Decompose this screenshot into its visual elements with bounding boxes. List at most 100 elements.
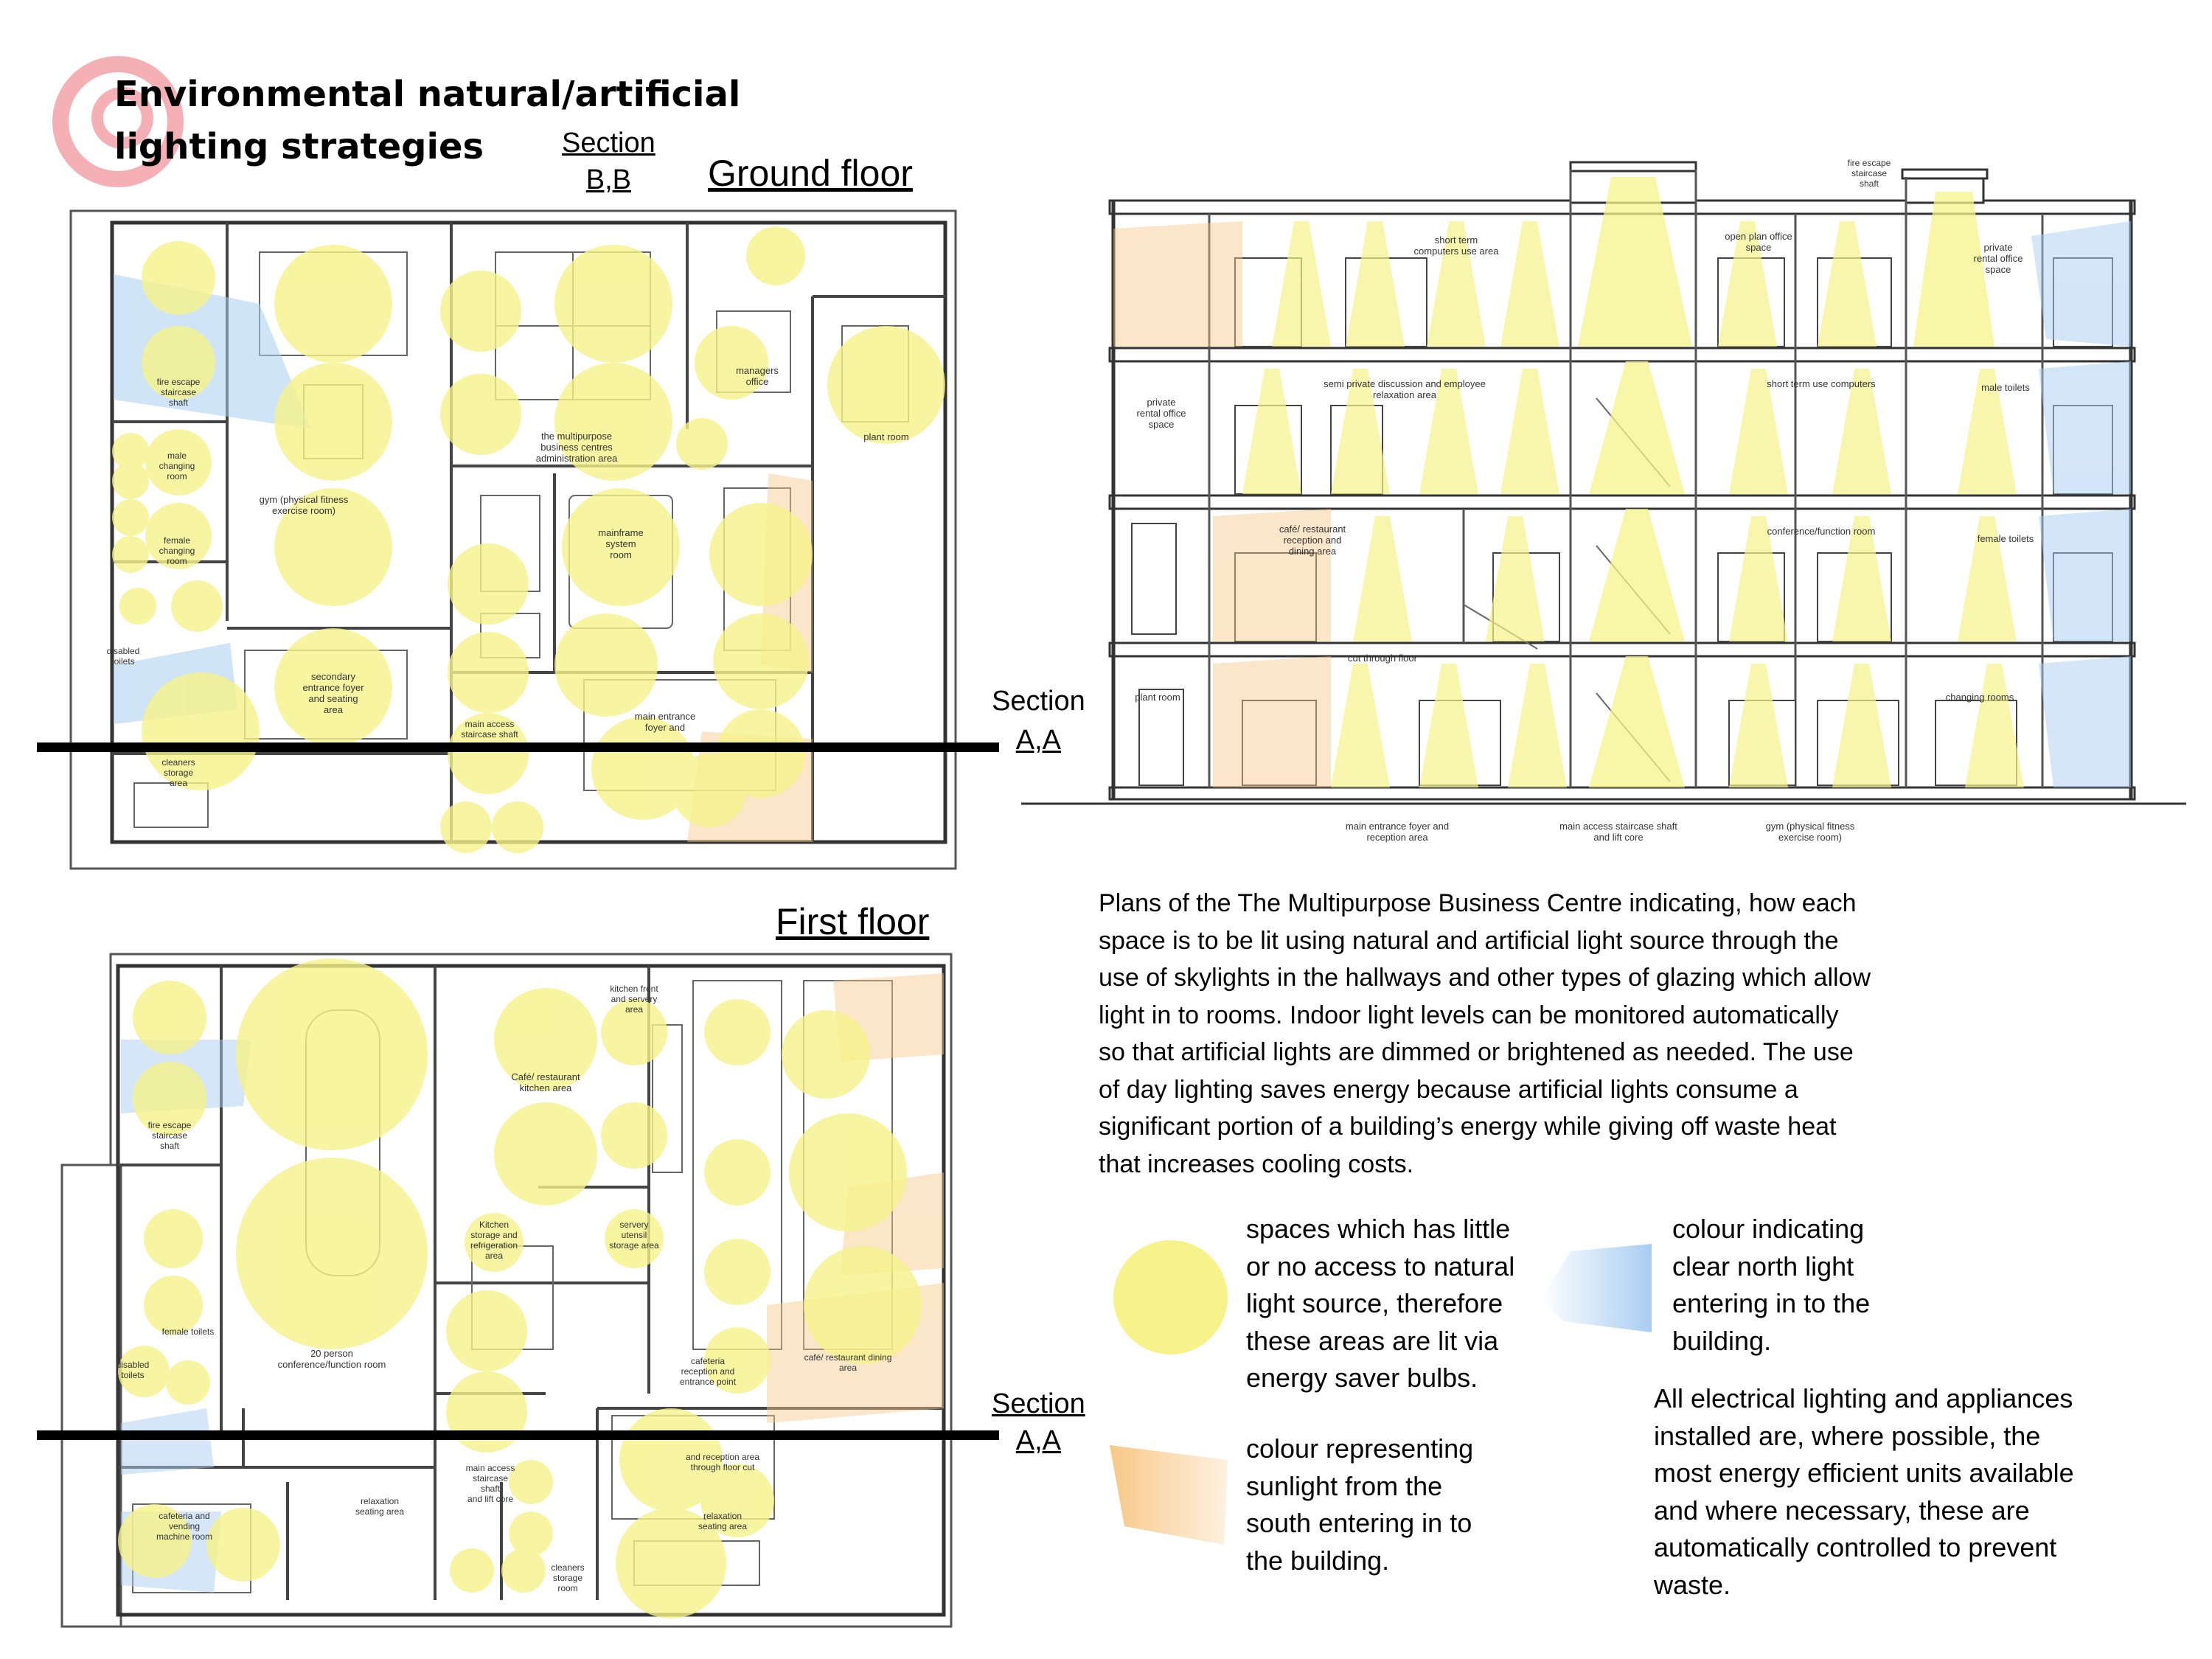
legend-orange-text: colour representing sunlight from the so… (1246, 1430, 1473, 1579)
ground-floor-title: Ground floor (708, 153, 913, 194)
sec-label-cut-through: cut through floor (1348, 653, 1418, 664)
legend-orange-line: colour representing (1246, 1433, 1474, 1464)
legend-orange-line: the building. (1246, 1545, 1390, 1576)
legend-yellow-line: these areas are lit via (1246, 1325, 1499, 1356)
legend-yellow-line: spaces which has little (1246, 1214, 1511, 1244)
legend-blue-line: clear north light (1672, 1251, 1854, 1281)
ff-section-code: A,A (1015, 1425, 1061, 1456)
energy-note: All electrical lighting and appliances i… (1654, 1380, 2074, 1604)
legend-yellow-text: spaces which has little or no access to … (1246, 1211, 1514, 1397)
description-paragraph: Plans of the The Multipurpose Business C… (1099, 885, 2160, 1183)
page-title-line-1: Environmental natural/artificial (114, 74, 741, 115)
ground-floor-section-cut-line (37, 742, 999, 752)
first-floor-section-aa-label: Section A,A (992, 1390, 1085, 1455)
energy-note-line: automatically controlled to prevent (1654, 1532, 2057, 1562)
description-line: significant portion of a building’s ener… (1099, 1113, 1837, 1141)
sec-label-plant-room: plant room (1135, 692, 1180, 703)
legend-blue-text: colour indicating clear north light ente… (1672, 1211, 1870, 1360)
ground-floor-section-aa-label: Section A,A (992, 686, 1085, 754)
sec-label-conference: conference/function room (1767, 526, 1876, 537)
description-line: Plans of the The Multipurpose Business C… (1099, 889, 1857, 917)
sec-label-short-term-use: short term use computers (1767, 378, 1876, 389)
energy-note-line: waste. (1654, 1569, 1731, 1600)
section-bb-code: B,B (585, 164, 631, 195)
section-bb-word: Section (562, 128, 655, 159)
page-title-line-2: lighting strategies (114, 126, 484, 167)
legend-yellow-line: energy saver bulbs. (1246, 1363, 1478, 1393)
legend-yellow-swatch (1113, 1240, 1228, 1354)
legend-yellow-line: light source, therefore (1246, 1288, 1503, 1318)
energy-note-line: installed are, where possible, the (1654, 1420, 2041, 1451)
description-line: so that artificial lights are dimmed or … (1099, 1038, 1854, 1066)
description-line: light in to rooms. Indoor light levels c… (1099, 1001, 1839, 1029)
section-bb-label: Section B,B (562, 129, 655, 194)
description-line: space is to be lit using natural and art… (1099, 926, 1839, 955)
gf-section-code: A,A (1015, 725, 1061, 756)
legend-orange-line: sunlight from the (1246, 1470, 1443, 1501)
legend-orange-line: south entering in to (1246, 1508, 1472, 1538)
energy-note-line: and where necessary, these are (1654, 1495, 2030, 1526)
legend-blue-swatch (1541, 1244, 1652, 1332)
first-floor-section-cut-line (37, 1430, 999, 1440)
energy-note-line: All electrical lighting and appliances (1654, 1383, 2073, 1413)
logo-swirl-icon (52, 56, 184, 187)
energy-note-line: most energy efficient units available (1654, 1458, 2074, 1488)
legend-blue-line: building. (1672, 1325, 1772, 1356)
gf-label-plant-room: plant room (863, 431, 908, 442)
legend-yellow-line: or no access to natural (1246, 1251, 1515, 1281)
description-line: of day lighting saves energy because art… (1099, 1075, 1798, 1104)
description-line: use of skylights in the hallways and oth… (1099, 964, 1871, 992)
legend-blue-line: entering in to the (1672, 1288, 1871, 1318)
legend-blue-line: colour indicating (1672, 1214, 1865, 1244)
description-line: that increases cooling costs. (1099, 1150, 1414, 1178)
ff-section-word: Section (992, 1388, 1085, 1419)
first-floor-title: First floor (776, 901, 930, 942)
sec-label-male-toilets: male toilets (1981, 382, 2030, 393)
sec-label-changing-rooms: changing rooms (1946, 692, 2014, 703)
ff-label-female-toilets: female toilets (162, 1326, 215, 1337)
sec-label-female-toilets: female toilets (1978, 533, 2034, 544)
gf-section-word: Section (992, 686, 1085, 717)
legend-orange-swatch (1110, 1445, 1228, 1545)
